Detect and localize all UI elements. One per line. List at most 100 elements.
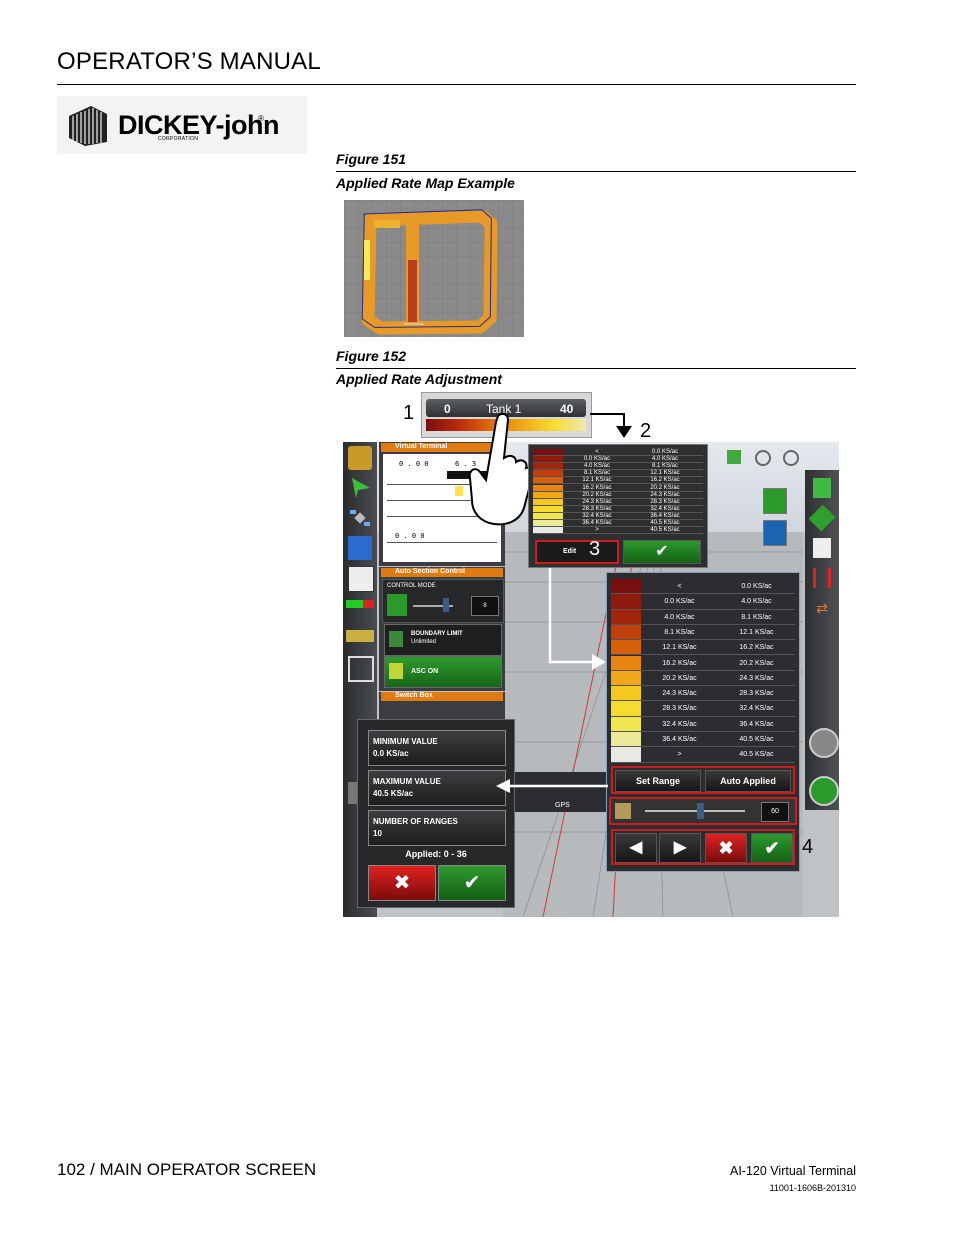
slider-thumb[interactable] <box>443 598 449 612</box>
max-value: 40.5 KS/ac <box>373 789 414 798</box>
number-of-ranges-field[interactable]: NUMBER OF RANGES 10 <box>368 810 506 846</box>
auto-section-control-header[interactable]: Auto Section Control <box>381 568 503 577</box>
transparency-value[interactable]: 60 <box>761 802 789 822</box>
cube-icon[interactable] <box>348 446 372 470</box>
legend-row[interactable]: 4.0 KS/ac 8.1 KS/ac <box>611 609 795 625</box>
transparency-slider[interactable] <box>645 810 745 812</box>
satellite-icon[interactable] <box>348 506 372 530</box>
control-mode-box: CONTROL MODE 8 <box>382 579 504 623</box>
task-icon[interactable] <box>763 488 787 514</box>
zoom-out-icon[interactable] <box>755 450 771 466</box>
legend-color-swatch <box>611 716 641 731</box>
guidance-arrow-icon[interactable] <box>348 476 372 500</box>
legend-color-swatch <box>533 477 563 484</box>
legend-row[interactable]: >40.5 KS/ac <box>533 527 703 535</box>
footer-section: 102 / MAIN OPERATOR SCREEN <box>57 1160 317 1179</box>
tank-max-value: 40 <box>560 402 574 416</box>
asc-on-button[interactable]: ASC ON <box>384 656 502 688</box>
document-icon[interactable] <box>348 566 374 592</box>
legend-color-swatch <box>611 594 641 609</box>
auto-applied-button[interactable]: Auto Applied <box>705 770 791 792</box>
logo-registered: ® <box>258 114 264 123</box>
accept-check-icon[interactable]: ✔ <box>751 833 793 863</box>
legend-min-value: 4.0 KS/ac <box>664 613 695 621</box>
zoom-in-icon[interactable] <box>783 450 799 466</box>
transparency-slider-frame: 60 <box>609 797 797 825</box>
control-mode-icon[interactable] <box>387 594 407 616</box>
legend-min-value: 32.4 KS/ac <box>662 720 697 728</box>
legend-max-value: 32.4 KS/ac <box>739 705 774 713</box>
map-page-icon[interactable] <box>813 478 831 498</box>
transparency-thumb[interactable] <box>697 803 704 819</box>
legend-row[interactable]: >40.5 KS/ac <box>611 747 795 763</box>
legend-min-value: 24.3 KS/ac <box>582 498 612 505</box>
switch-box-header[interactable]: Switch Box <box>381 692 503 701</box>
figure-151-title: Applied Rate Map Example <box>336 175 515 191</box>
field-shape-icon[interactable] <box>808 504 836 532</box>
control-mode-value[interactable]: 8 <box>471 596 499 616</box>
legend-max-value: 16.2 KS/ac <box>739 644 774 652</box>
cancel-x-icon[interactable]: ✖ <box>705 833 747 863</box>
legend-min-value: 4.0 KS/ac <box>583 463 610 470</box>
minimum-value-field[interactable]: MINIMUM VALUE 0.0 KS/ac <box>368 730 506 766</box>
legend-min-value: 0.0 KS/ac <box>664 598 695 606</box>
control-mode-slider[interactable] <box>413 605 453 607</box>
figure-151-label: Figure 151 <box>336 151 407 167</box>
implement-button[interactable] <box>809 776 839 806</box>
legend-row[interactable]: <0.0 KS/ac <box>533 449 703 457</box>
legend-min-value: 8.1 KS/ac <box>583 470 610 477</box>
next-arrow-icon[interactable]: ▶ <box>659 833 701 863</box>
virtual-terminal-header[interactable]: Virtual Terminal <box>381 443 503 452</box>
prev-arrow-icon[interactable]: ◀ <box>615 833 657 863</box>
legend-max-value: 8.1 KS/ac <box>741 613 772 621</box>
map-icon[interactable] <box>727 450 741 464</box>
swap-arrows-icon[interactable]: ⇄ <box>816 600 828 616</box>
boundary-limit-button[interactable]: BOUNDARY LIMIT Unlimited <box>384 624 502 656</box>
ok-check-icon[interactable]: ✔ <box>623 540 701 564</box>
legend-max-value: 40.5 KS/ac <box>650 520 680 526</box>
switchbox-icon[interactable] <box>346 630 374 642</box>
film-icon[interactable] <box>348 656 374 682</box>
edit-button[interactable]: Edit <box>535 540 619 564</box>
dialog-ok-icon[interactable]: ✔ <box>438 865 506 901</box>
callout-1: 1 <box>403 402 415 424</box>
list-icon[interactable] <box>348 536 372 560</box>
guide-icon[interactable] <box>763 520 787 546</box>
set-range-button[interactable]: Set Range <box>615 770 701 792</box>
field-doc-icon[interactable] <box>813 538 831 558</box>
sections-icon[interactable] <box>346 600 374 608</box>
dialog-cancel-icon[interactable]: ✖ <box>368 865 436 901</box>
legend-color-swatch <box>533 456 563 463</box>
callout-2: 2 <box>640 420 652 442</box>
legend-min-value: 28.3 KS/ac <box>582 505 612 512</box>
set-range-dialog: MINIMUM VALUE 0.0 KS/ac MAXIMUM VALUE 40… <box>357 719 515 908</box>
home-button[interactable] <box>809 728 839 758</box>
tank-min-value: 0 <box>444 402 451 416</box>
rows-icon[interactable] <box>813 568 831 588</box>
legend-color-swatch <box>533 498 563 505</box>
maximum-value-field[interactable]: MAXIMUM VALUE 40.5 KS/ac <box>368 770 506 806</box>
legend-row[interactable]: <0.0 KS/ac <box>611 579 795 595</box>
boundary-limit-value: Unlimited <box>411 639 437 645</box>
legend-color-swatch <box>533 520 563 527</box>
legend-max-value: 40.5 KS/ac <box>650 527 680 534</box>
